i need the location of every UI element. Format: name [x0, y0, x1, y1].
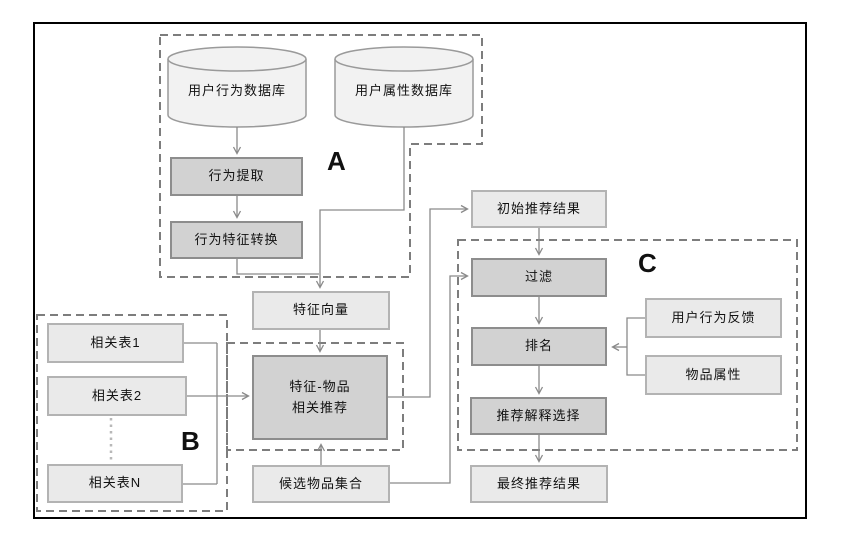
node-ranking: 排名 [471, 327, 607, 366]
feature-item-line1: 特征-物品 [289, 379, 351, 395]
node-behavior-feature-convert: 行为特征转换 [170, 221, 303, 259]
connector-feedback-attrs-bus [626, 317, 645, 376]
connector-attributedb-to-featurevector [315, 127, 405, 289]
node-filter: 过滤 [471, 258, 607, 297]
node-feature-vector: 特征向量 [252, 291, 390, 330]
user-behavior-db-label: 用户行为数据库 [187, 82, 286, 98]
region-c-outline [457, 239, 798, 451]
node-corr-table-2: 相关表2 [47, 376, 187, 416]
node-candidate-items: 候选物品集合 [252, 465, 390, 503]
node-item-attributes: 物品属性 [645, 355, 782, 395]
node-corr-table-1: 相关表1 [47, 323, 184, 363]
node-corr-table-n: 相关表N [47, 464, 183, 503]
node-explanation-select: 推荐解释选择 [470, 397, 607, 435]
region-b-label: B [181, 426, 200, 456]
database-cylinder-icon [167, 46, 307, 128]
connector-candidate-to-filter [390, 271, 469, 484]
feature-item-line2: 相关推荐 [291, 399, 348, 415]
node-initial-results: 初始推荐结果 [471, 190, 607, 228]
node-behavior-extract: 行为提取 [170, 157, 303, 196]
region-a-label: A [327, 146, 346, 176]
region-c-label: C [638, 248, 657, 278]
node-user-feedback: 用户行为反馈 [645, 298, 782, 338]
region-a-outline [159, 34, 483, 278]
user-attribute-db-label: 用户属性数据库 [354, 82, 453, 98]
node-feature-item-recommend: 特征-物品 相关推荐 [252, 355, 388, 440]
database-cylinder-icon [334, 46, 474, 128]
connector-featureitem-to-initial [388, 204, 469, 398]
node-final-results: 最终推荐结果 [470, 465, 608, 503]
connector-convert-to-featurevector [236, 259, 319, 275]
